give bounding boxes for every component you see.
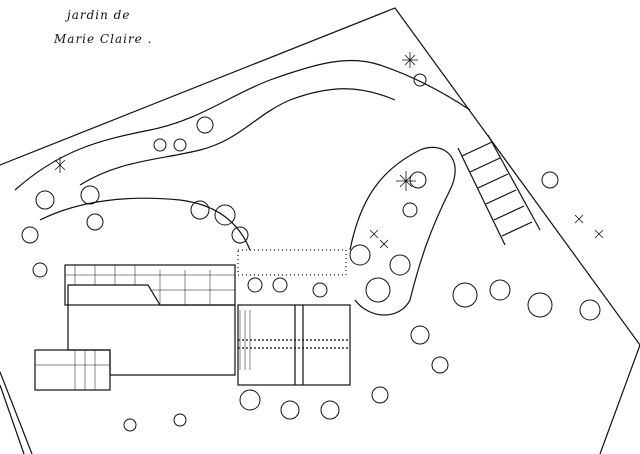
terrace-hatch xyxy=(65,265,235,305)
pergola xyxy=(457,134,541,246)
boundary-left-inner xyxy=(0,384,25,454)
property-boundary xyxy=(0,7,640,454)
parterre xyxy=(237,304,351,386)
boundary-left xyxy=(0,371,33,454)
small-terrace xyxy=(34,349,111,391)
terrace xyxy=(64,264,236,306)
title-line-1: jardin de xyxy=(67,8,131,22)
gravel-area xyxy=(237,249,347,276)
path-upper-inner xyxy=(79,88,396,186)
title-line-2: Marie Claire . xyxy=(54,32,153,46)
path-upper xyxy=(14,59,471,191)
path-middle xyxy=(39,197,251,251)
spiky-plants xyxy=(54,52,604,249)
curved-bed-right xyxy=(349,146,456,316)
trees xyxy=(21,73,601,432)
